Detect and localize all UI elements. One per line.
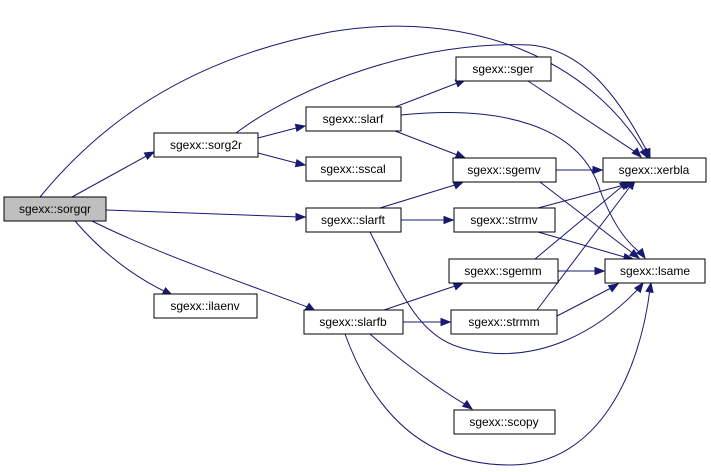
node-slarft[interactable]: sgexx::slarft (305, 207, 402, 233)
node-label-sorgqr: sgexx::sorgqr (19, 202, 91, 216)
edge-slarf-to-sgemv (394, 130, 467, 159)
node-sscal[interactable]: sgexx::sscal (305, 156, 402, 182)
node-sgemm[interactable]: sgexx::sgemm (448, 258, 559, 284)
arrowhead (295, 212, 307, 222)
node-label-sger: sgexx::sger (472, 62, 533, 76)
node-label-xerbla: sgexx::xerbla (619, 163, 690, 177)
arrowhead (461, 399, 474, 410)
edges-layer (39, 25, 654, 466)
edge-slarfb-to-sgemm (383, 282, 465, 311)
node-label-sorg2r: sgexx::sorg2r (170, 138, 242, 152)
node-sorg2r[interactable]: sgexx::sorg2r (153, 132, 259, 158)
node-sger[interactable]: sgexx::sger (455, 56, 552, 82)
node-label-sgemv: sgexx::sgemv (467, 163, 540, 177)
node-label-slarf: sgexx::slarf (323, 112, 384, 126)
edge-sorg2r-to-slarf (257, 123, 307, 139)
nodes-layer: sgexx::sorgqr sgexx::sorg2r sgexx::ilaen… (3, 56, 707, 435)
node-scopy[interactable]: sgexx::scopy (453, 409, 556, 435)
node-slarfb[interactable]: sgexx::slarfb (303, 309, 404, 335)
node-label-lsame: sgexx::lsame (620, 264, 690, 278)
node-lsame[interactable]: sgexx::lsame (604, 258, 706, 284)
edge-slarft-to-lsame (369, 231, 644, 354)
edge-sorg2r-to-sscal (257, 152, 307, 168)
edge-slarfb-to-scopy (369, 333, 474, 410)
arrowhead (592, 165, 604, 175)
arrowhead (642, 147, 651, 160)
edge-sgemv-to-lsame (539, 181, 641, 259)
edge-sorgqr-to-slarft (105, 209, 307, 222)
arrowhead (633, 281, 644, 294)
edge-slarf-to-lsame (400, 112, 646, 260)
edge-strmv-to-xerbla (537, 181, 635, 209)
edge-sorgqr-to-ilaenv (74, 220, 174, 296)
arrowhead (628, 248, 641, 259)
edge-sgemm-to-lsame (558, 266, 606, 276)
edge-strmm-to-lsame (556, 283, 620, 317)
node-label-sgemm: sgexx::sgemm (464, 264, 541, 278)
node-label-strmm: sgexx::strmm (468, 315, 539, 329)
node-label-slarfb: sgexx::slarfb (319, 315, 387, 329)
arrowhead (440, 317, 452, 327)
arrowhead (452, 181, 465, 190)
arrowhead (607, 283, 620, 293)
arrowhead (294, 158, 307, 168)
edge-slarf-to-sger (394, 79, 467, 108)
node-label-slarft: sgexx::slarft (321, 213, 386, 227)
arrowhead (635, 247, 646, 260)
node-sgemv[interactable]: sgexx::sgemv (452, 157, 557, 183)
edge-sgemv-to-xerbla (556, 165, 604, 175)
node-sorgqr[interactable]: sgexx::sorgqr (3, 196, 107, 222)
arrowhead (452, 282, 465, 291)
arrowhead (443, 215, 455, 225)
node-label-scopy: sgexx::scopy (469, 415, 538, 429)
arrowhead (594, 266, 606, 276)
arrowhead (631, 147, 642, 158)
node-strmm[interactable]: sgexx::strmm (450, 309, 558, 335)
edge-slarft-to-sgemv (379, 181, 465, 209)
arrowhead (143, 151, 156, 161)
edge-sger-to-xerbla (527, 80, 642, 158)
arrowhead (294, 123, 307, 133)
node-slarf[interactable]: sgexx::slarf (305, 106, 402, 132)
arrowhead (454, 150, 467, 159)
edge-slarft-to-strmv (401, 215, 455, 225)
node-label-sscal: sgexx::sscal (320, 162, 385, 176)
arrowhead (645, 281, 654, 294)
node-strmv[interactable]: sgexx::strmv (453, 207, 556, 233)
edge-sorg2r-to-xerbla (235, 44, 651, 160)
edge-slarfb-to-lsame (344, 281, 654, 466)
node-label-strmv: sgexx::strmv (470, 213, 537, 227)
node-label-ilaenv: sgexx::ilaenv (170, 299, 239, 313)
edge-sorgqr-to-sorg2r (71, 151, 156, 198)
node-ilaenv[interactable]: sgexx::ilaenv (153, 293, 258, 319)
node-xerbla[interactable]: sgexx::xerbla (602, 157, 707, 183)
edge-slarfb-to-strmm (403, 317, 452, 327)
